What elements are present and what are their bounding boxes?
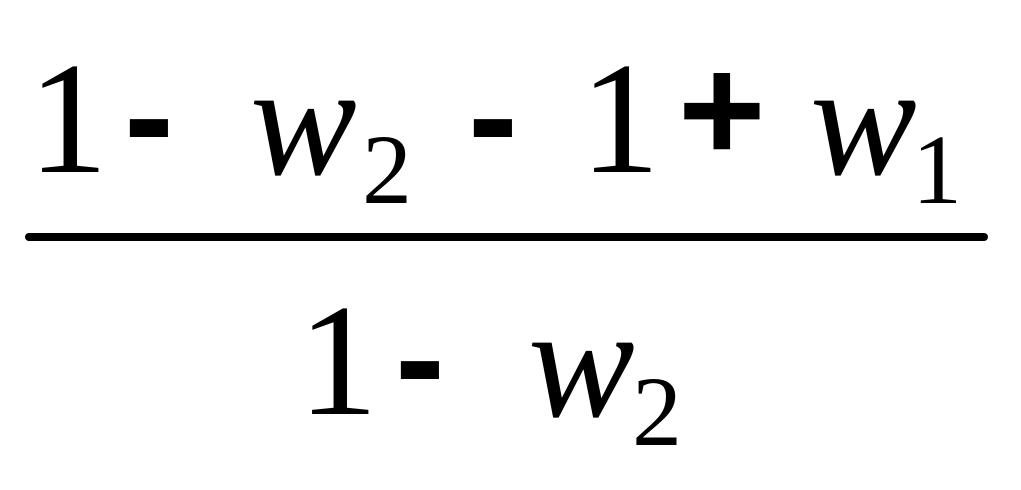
numerator-w-a: w — [250, 31, 357, 209]
numerator-plus: + — [678, 25, 766, 193]
denominator-w: w — [528, 273, 635, 451]
numerator-one-b: 1 — [580, 29, 660, 207]
denominator-subscript: 2 — [632, 356, 682, 467]
denominator-one: 1 — [298, 271, 378, 449]
numerator-minus-a: - — [124, 31, 174, 199]
numerator-w-b: w — [810, 31, 917, 209]
fraction-bar — [25, 233, 988, 241]
denominator-minus: - — [395, 273, 445, 441]
numerator-minus-b: - — [468, 31, 518, 199]
numerator-subscript-a: 2 — [362, 114, 412, 225]
numerator-one-a: 1 — [28, 29, 108, 207]
numerator-subscript-b: 1 — [912, 114, 962, 225]
